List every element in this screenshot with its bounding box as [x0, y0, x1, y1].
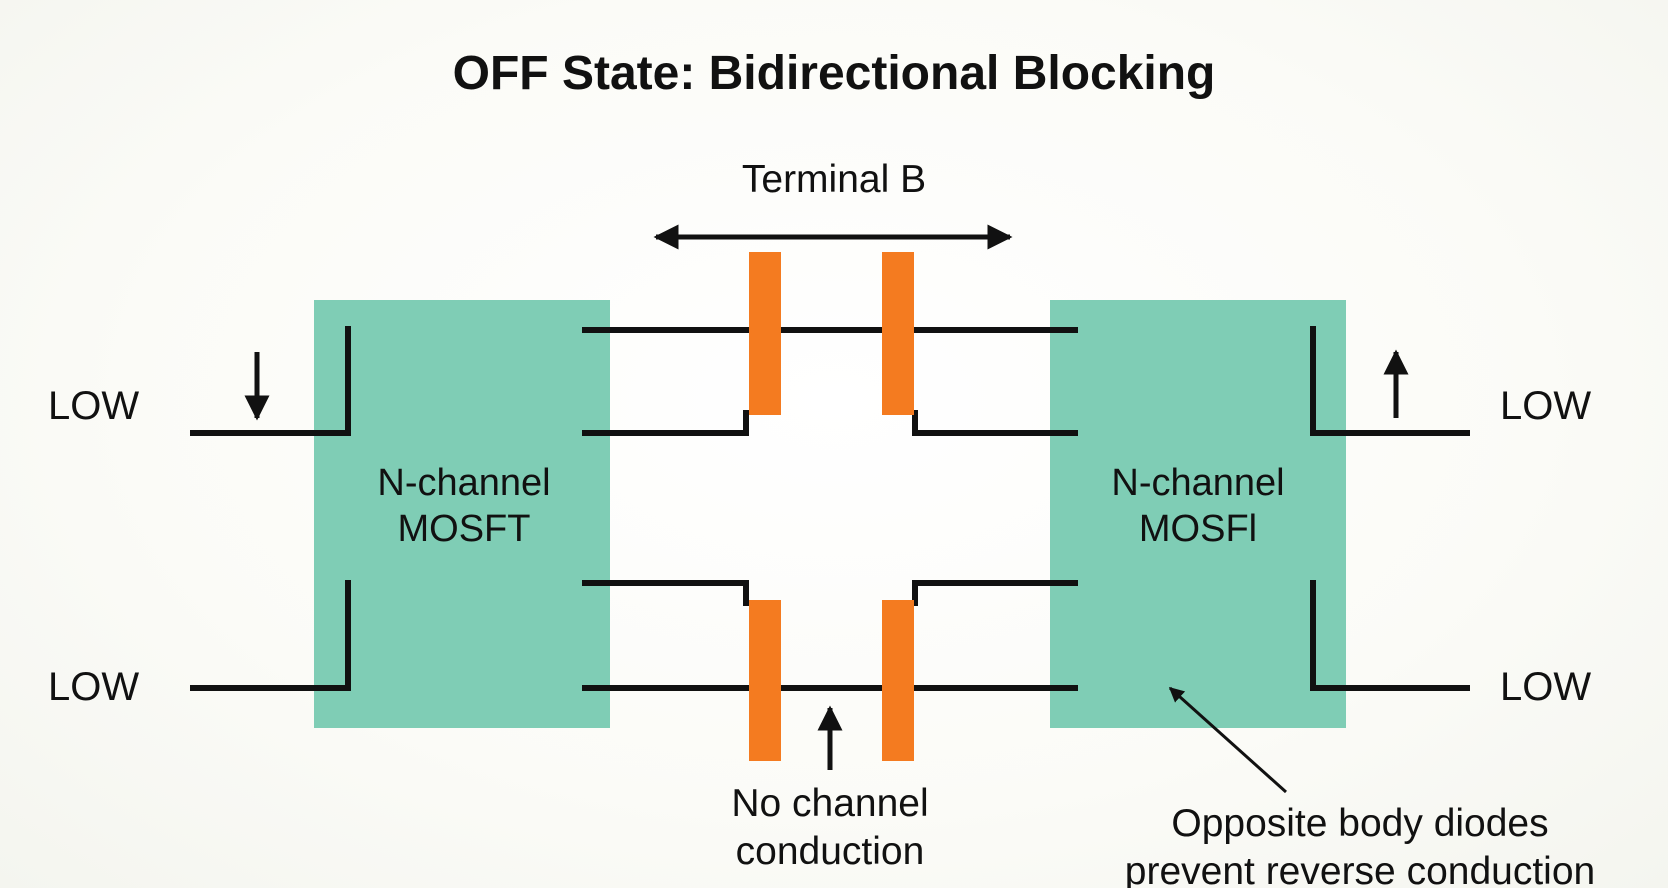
left-mosfet-block — [314, 300, 610, 728]
left-middle-low-label: LOW — [48, 384, 140, 428]
left-mosfet-label-line2: MOSFT — [397, 508, 531, 550]
right-mosfet-block — [1050, 300, 1346, 728]
opposite-diodes-line2: prevent reverse conduction — [1124, 850, 1596, 888]
left-mosfet-label: N-channel MOSFT — [314, 460, 614, 552]
opposite-diodes-line1: Opposite body diodes — [1171, 802, 1549, 845]
upper-left-step-line — [582, 410, 749, 436]
lower-left-step-line — [582, 580, 749, 606]
opposite-diodes-annotation: Opposite body diodes prevent reverse con… — [1060, 800, 1660, 888]
left-bottom-low-label: LOW — [48, 665, 140, 709]
gate-plate-top-right — [882, 252, 914, 415]
no-channel-annotation: No channel conduction — [700, 780, 960, 876]
gate-plate-top-left — [749, 252, 781, 415]
right-bottom-low-label: LOW — [1500, 665, 1592, 709]
no-channel-line1: No channel — [731, 782, 929, 825]
gate-plate-bottom-left — [749, 600, 781, 761]
terminal-b-label: Terminal B — [741, 158, 927, 201]
diagram-title: OFF State: Bidirectional Blocking — [452, 47, 1216, 100]
body-diode-pointer-arrow — [1168, 686, 1288, 794]
right-upper-terminal-wire — [1310, 326, 1470, 436]
left-lower-terminal-wire — [190, 580, 351, 691]
gate-plate-bottom-right — [882, 600, 914, 761]
right-mosfet-label: N-channel MOSFl — [1050, 460, 1346, 552]
right-middle-low-label: LOW — [1500, 384, 1592, 428]
right-lower-terminal-wire — [1310, 580, 1470, 691]
left-mosfet-label-line1: N-channel — [377, 462, 551, 504]
lower-right-step-line — [912, 580, 1078, 606]
no-channel-line2: conduction — [735, 830, 925, 873]
right-mosfet-label-line1: N-channel — [1111, 462, 1285, 504]
left-upper-terminal-wire — [190, 326, 351, 436]
upper-right-step-line — [912, 410, 1078, 436]
right-mosfet-label-line2: MOSFl — [1138, 508, 1258, 550]
